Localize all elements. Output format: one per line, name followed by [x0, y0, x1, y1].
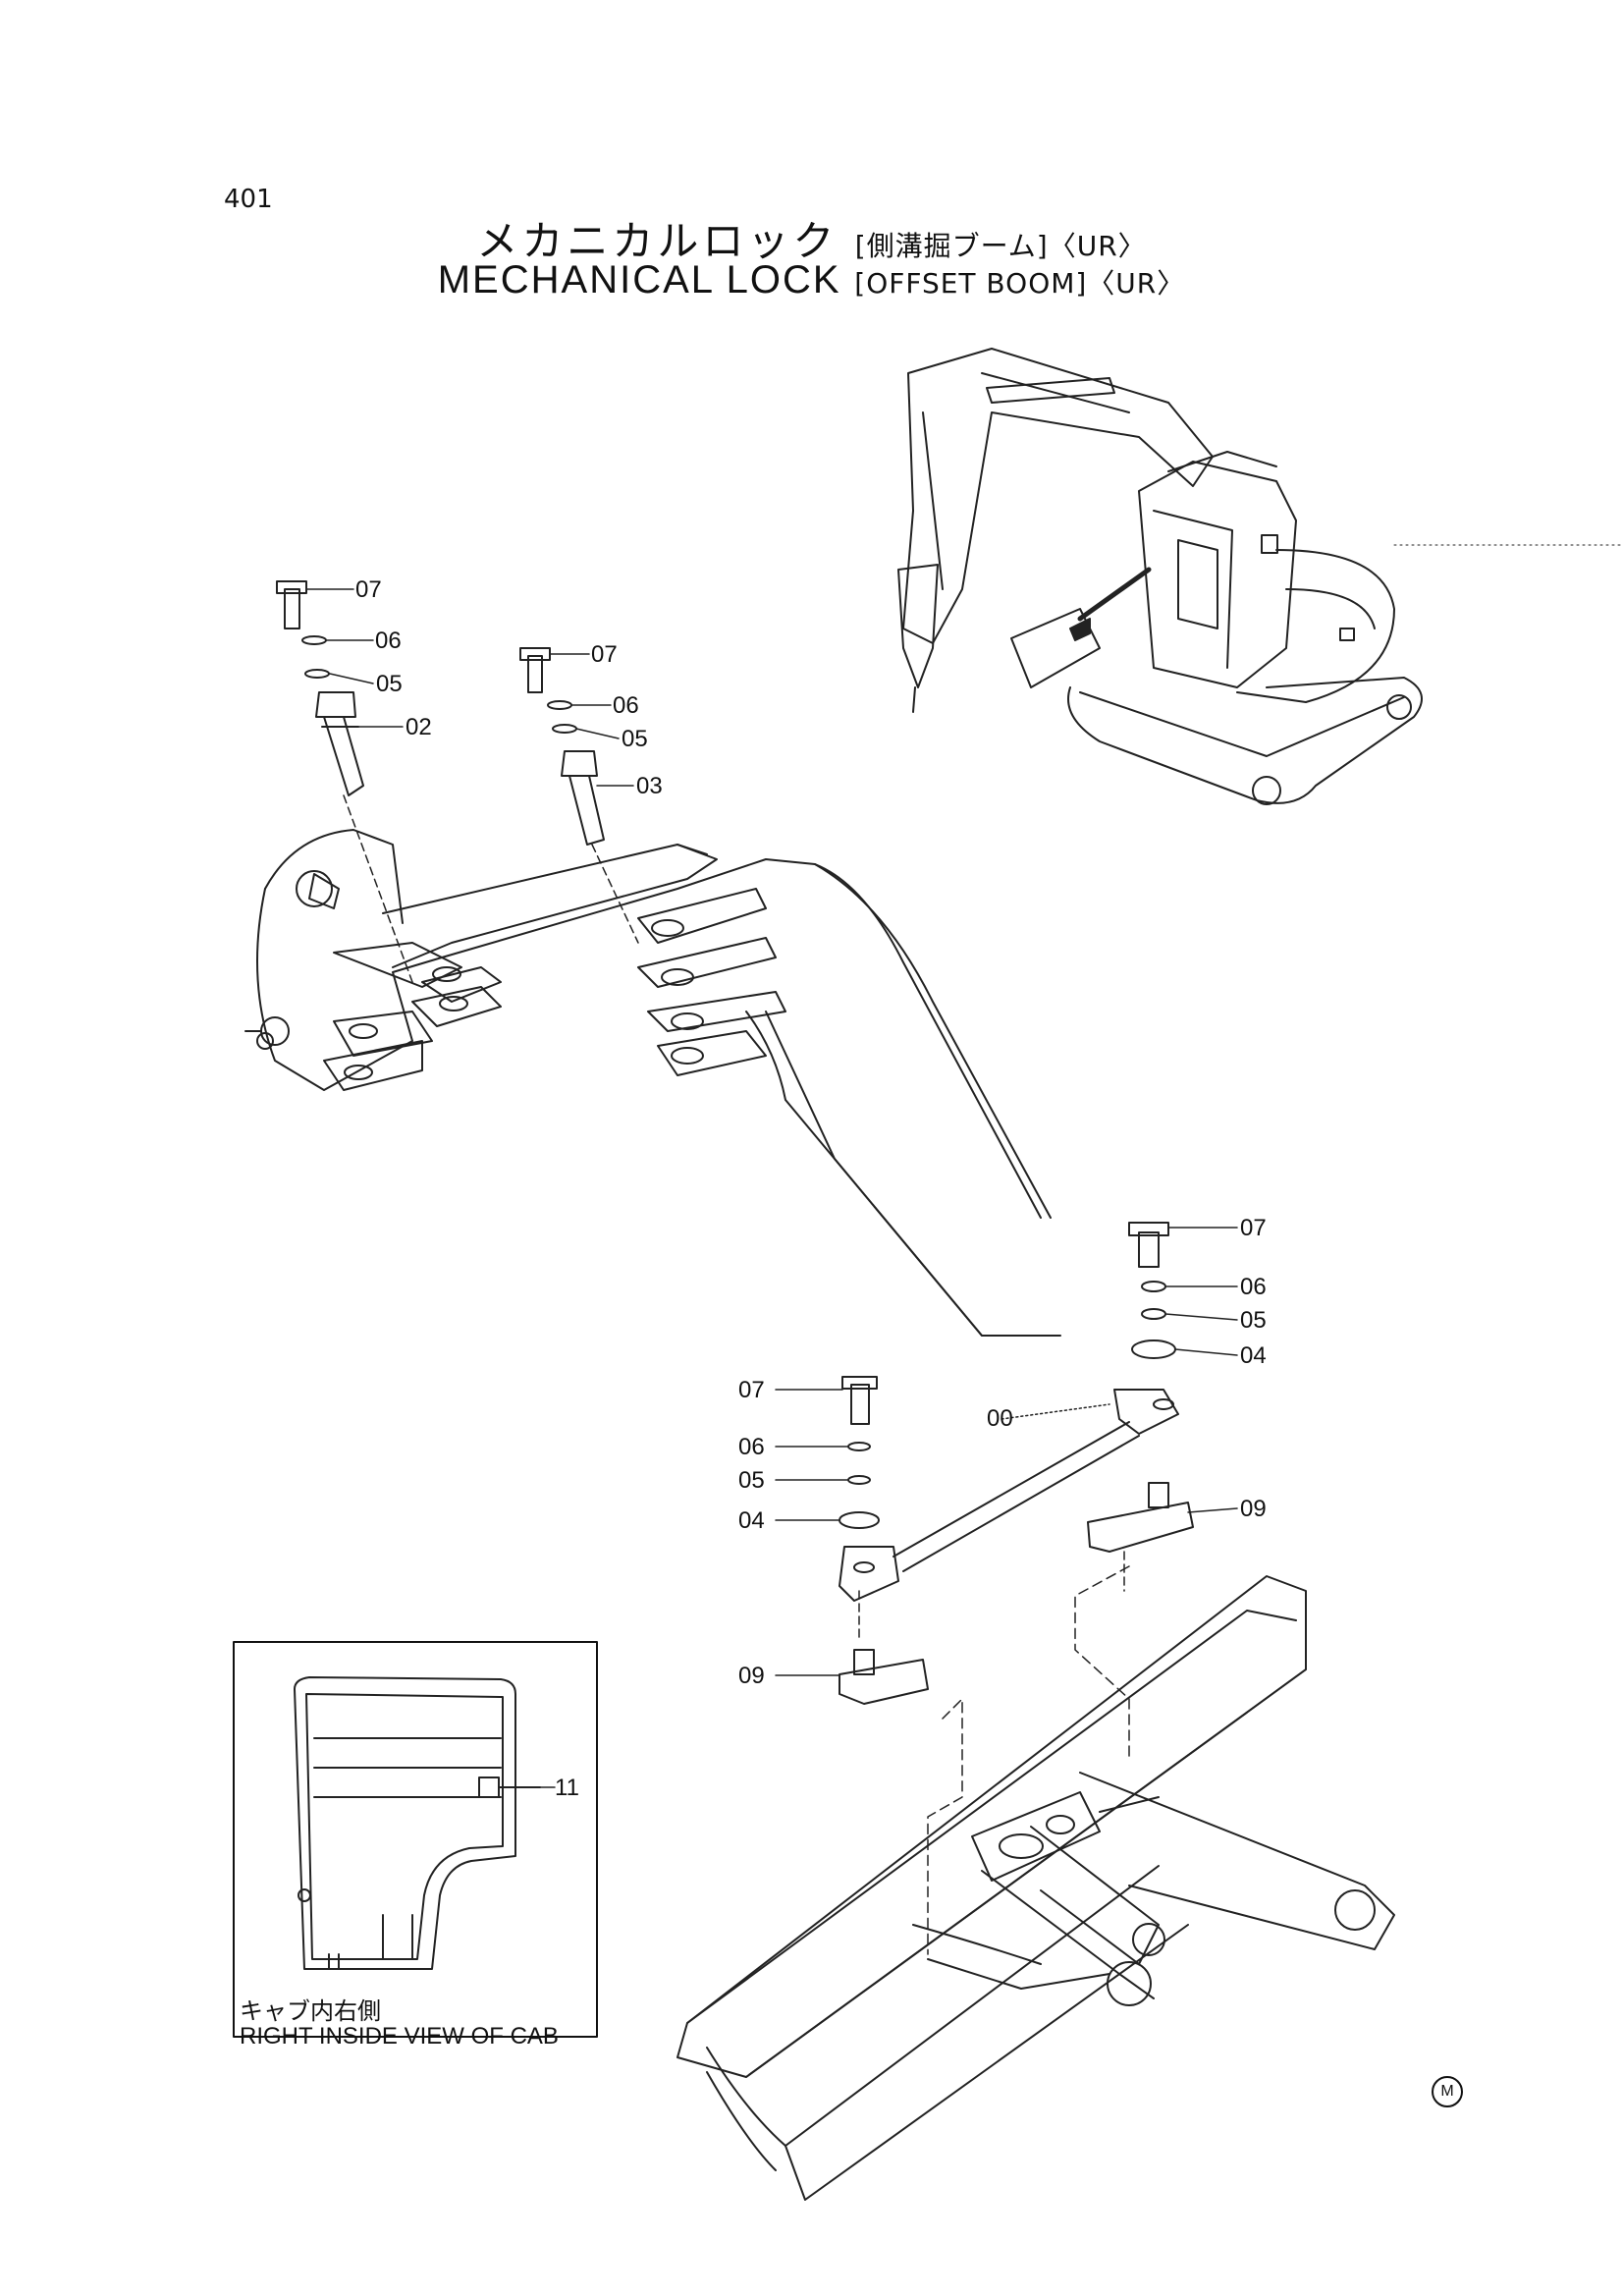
maker-mark: M: [1432, 2076, 1463, 2107]
title-japanese: メカニカルロック [側溝掘ブーム]〈UR〉: [0, 208, 1623, 268]
title-en-sub: [OFFSET BOOM]〈UR〉: [854, 267, 1186, 300]
callout-bracket-right: 09: [1240, 1496, 1267, 1522]
callout-washer-upper-mid: 05: [622, 726, 648, 752]
callout-lock-bar: 00: [987, 1405, 1013, 1432]
inset-caption-english: RIGHT INSIDE VIEW OF CAB: [240, 2023, 559, 2050]
pin-02-stack: [276, 580, 413, 983]
title-english: MECHANICAL LOCK [OFFSET BOOM]〈UR〉: [0, 257, 1623, 302]
page-number: 401: [224, 185, 273, 214]
callout-spring-washer-upper-mid: 06: [613, 692, 639, 719]
callout-cab-label-item: 11: [555, 1775, 579, 1801]
callout-pin-03: 03: [636, 773, 663, 799]
dozer-blade-illustration: [676, 1575, 1395, 2201]
title-jp-sub: [側溝掘ブーム]〈UR〉: [854, 230, 1147, 262]
offset-boom-illustration: [244, 829, 1061, 1337]
callout-washer-left: 05: [738, 1467, 765, 1494]
callout-washer-upper-left: 05: [376, 671, 403, 697]
title-jp-main: メカニカルロック: [476, 217, 839, 265]
callout-bolt-upper-left: 07: [355, 576, 382, 603]
pin-03-stack: [519, 647, 639, 944]
excavator-overview-illustration: [897, 348, 1623, 805]
callout-bolt-left: 07: [738, 1377, 765, 1403]
callout-bracket-left: 09: [738, 1663, 765, 1689]
cab-inset-illustration: [233, 1641, 598, 2038]
lock-bar-assembly: [839, 1222, 1194, 1955]
callout-washer-right: 05: [1240, 1307, 1267, 1334]
callout-bolt-upper-mid: 07: [591, 641, 618, 668]
callout-spring-washer-right: 06: [1240, 1274, 1267, 1300]
callout-leaders: [305, 588, 1238, 1788]
callout-plate-washer-right: 04: [1240, 1342, 1267, 1369]
callout-plate-washer-left: 04: [738, 1507, 765, 1534]
callout-bolt-right: 07: [1240, 1215, 1267, 1241]
inset-caption-japanese: キャブ内右側: [240, 1997, 381, 2025]
callout-spring-washer-upper-left: 06: [375, 628, 402, 654]
callout-pin-02: 02: [406, 714, 432, 740]
callout-spring-washer-left: 06: [738, 1434, 765, 1460]
title-en-main: MECHANICAL LOCK: [437, 258, 841, 301]
